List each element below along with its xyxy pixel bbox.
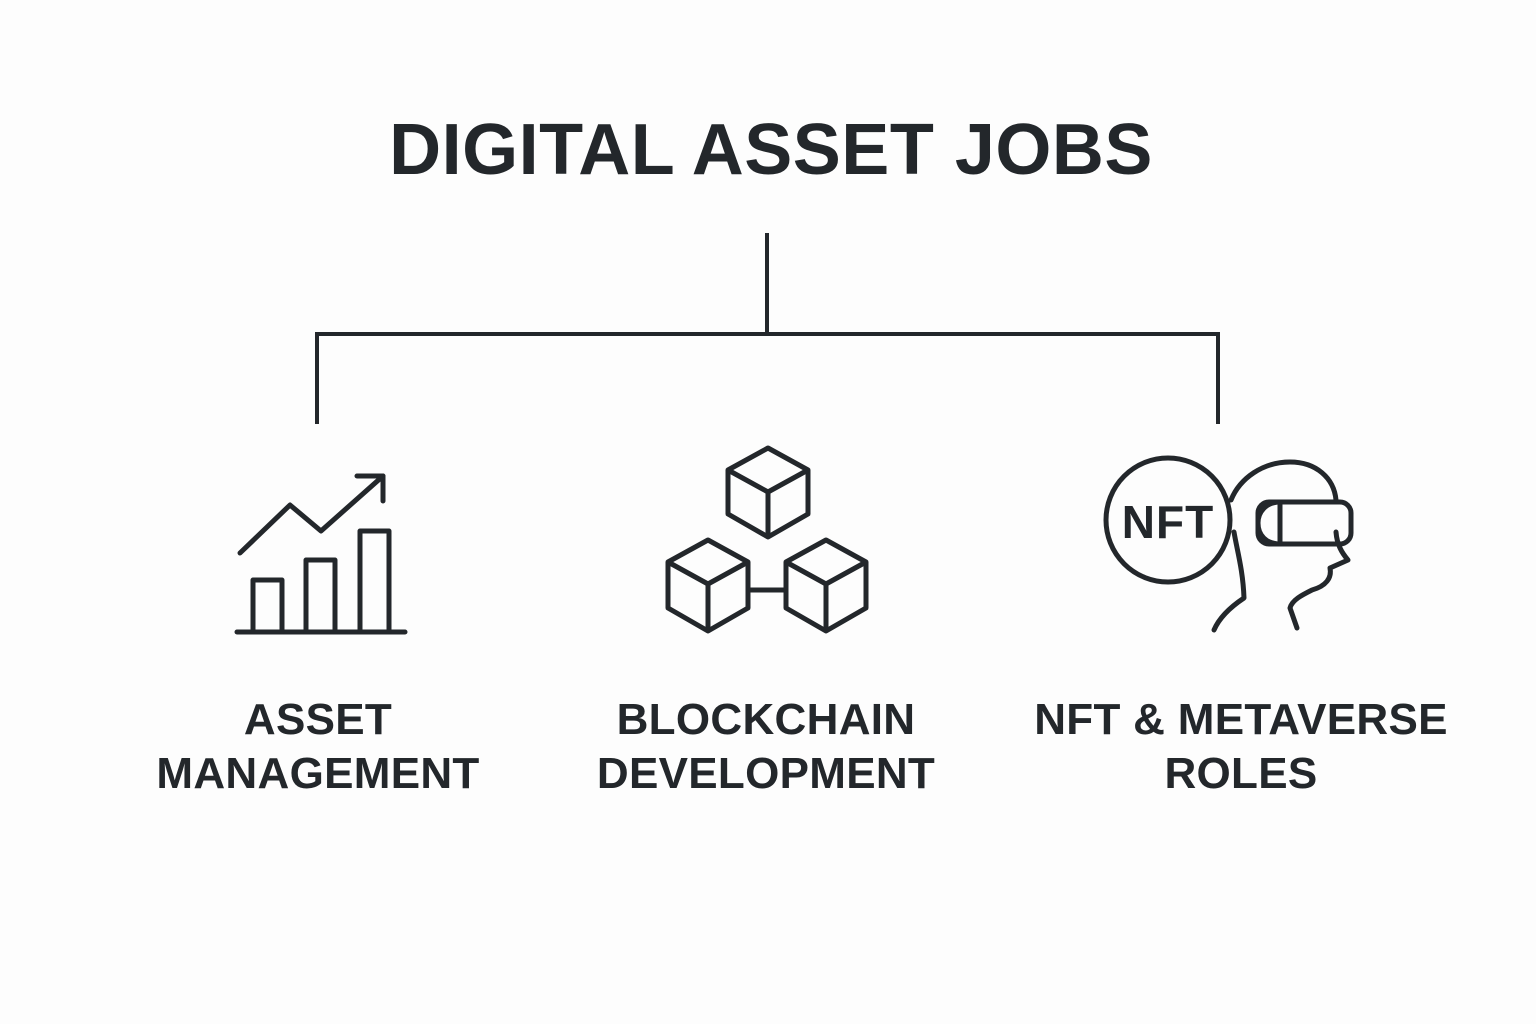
branch-label-line: MANAGEMENT	[156, 749, 480, 798]
tree-connectors	[315, 233, 1220, 424]
nft-vr-headset-icon	[1103, 455, 1354, 633]
blockchain-cubes-icon	[665, 445, 869, 634]
nft-badge-text: NFT	[1122, 496, 1214, 548]
diagram-title: DIGITAL ASSET JOBS	[389, 110, 1153, 190]
nft-coin	[1103, 455, 1233, 585]
branch-label-line: ROLES	[1164, 749, 1318, 798]
branch-label-line: BLOCKCHAIN	[616, 695, 916, 744]
branch-label-nft-metaverse-roles: NFT & METAVERSE ROLES	[1016, 693, 1466, 801]
branch-label-asset-management: ASSET MANAGEMENT	[118, 693, 518, 801]
branch-label-line: ASSET	[243, 695, 393, 744]
branch-label-blockchain-development: BLOCKCHAIN DEVELOPMENT	[566, 693, 966, 801]
branch-label-line: DEVELOPMENT	[596, 749, 936, 798]
growth-chart-icon	[234, 473, 408, 635]
branch-label-line: NFT & METAVERSE	[1034, 695, 1448, 744]
